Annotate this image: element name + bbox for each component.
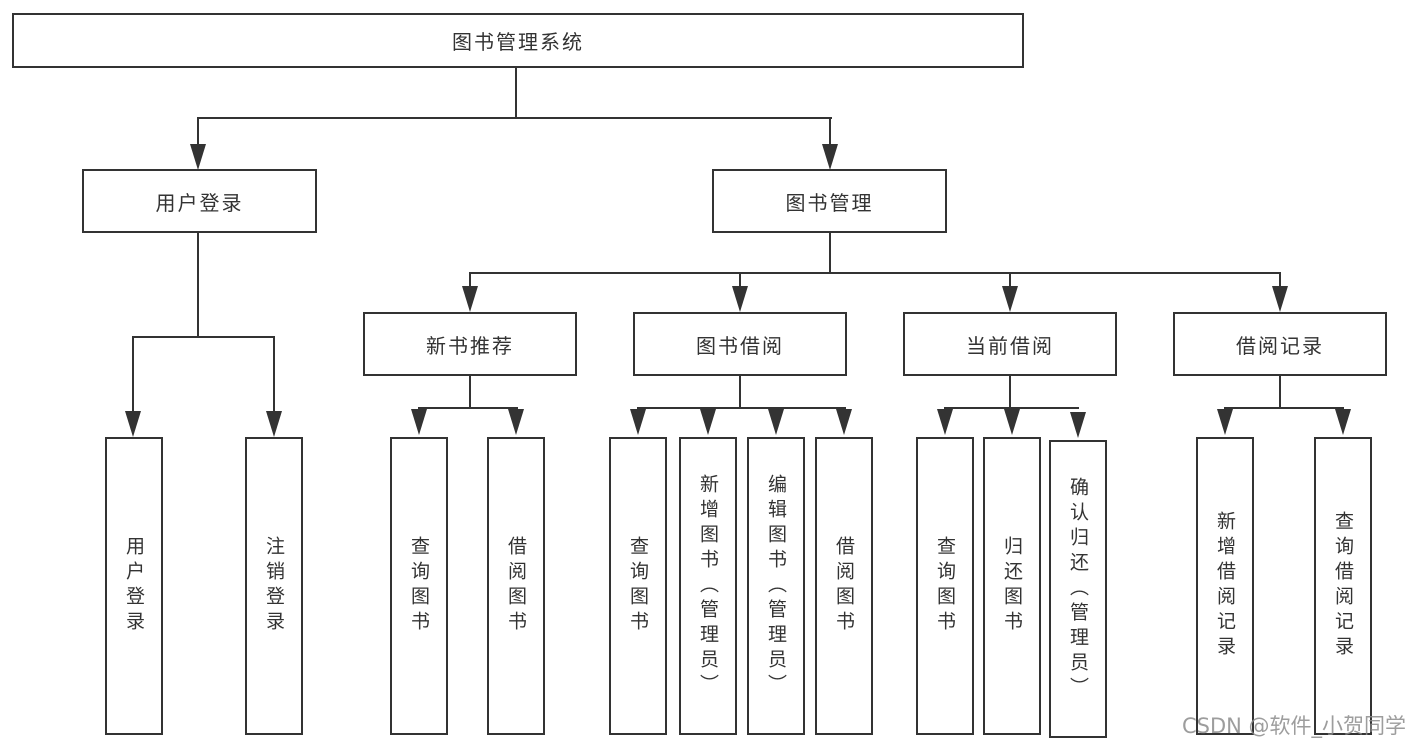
connector-line bbox=[637, 407, 846, 409]
node-root: 图书管理系统 bbox=[12, 13, 1024, 68]
leaf-newrec-borrow-books-label: 借阅图书 bbox=[505, 536, 527, 636]
leaf-newrec-borrow-books: 借阅图书 bbox=[487, 437, 545, 735]
leaf-logout: 注销登录 bbox=[245, 437, 303, 735]
connector-line bbox=[515, 68, 517, 118]
node-book-borrow-label: 图书借阅 bbox=[696, 333, 784, 358]
leaf-user-login: 用户登录 bbox=[105, 437, 163, 735]
connector-line bbox=[739, 376, 741, 408]
connector-line bbox=[1279, 376, 1281, 408]
arrow-down-icon bbox=[266, 411, 282, 437]
node-book-borrow: 图书借阅 bbox=[633, 312, 847, 376]
leaf-current-confirm-return-admin: 确认归还（管理员） bbox=[1049, 440, 1107, 738]
leaf-current-return-books: 归还图书 bbox=[983, 437, 1041, 735]
connector-line bbox=[197, 233, 199, 337]
arrow-down-icon bbox=[462, 286, 478, 312]
arrow-down-icon bbox=[822, 144, 838, 170]
leaf-current-query-books: 查询图书 bbox=[916, 437, 974, 735]
leaf-borrow-edit-books-admin-label: 编辑图书（管理员） bbox=[765, 473, 787, 699]
arrow-down-icon bbox=[732, 286, 748, 312]
node-root-label: 图书管理系统 bbox=[452, 30, 584, 54]
connector-line bbox=[198, 117, 832, 119]
node-user-login-label: 用户登录 bbox=[155, 190, 244, 215]
arrow-down-icon bbox=[1272, 286, 1288, 312]
arrow-down-icon bbox=[1335, 409, 1351, 435]
node-book-management: 图书管理 bbox=[712, 169, 947, 233]
arrow-down-icon bbox=[1004, 409, 1020, 435]
node-new-book-recommend-label: 新书推荐 bbox=[426, 333, 514, 358]
leaf-records-add-record: 新增借阅记录 bbox=[1196, 437, 1254, 735]
connector-line bbox=[944, 407, 1079, 409]
connector-line bbox=[469, 272, 1281, 274]
connector-line bbox=[273, 336, 275, 414]
node-user-login: 用户登录 bbox=[82, 169, 317, 233]
connector-line bbox=[469, 272, 471, 290]
node-borrow-records-label: 借阅记录 bbox=[1236, 333, 1324, 358]
connector-line bbox=[133, 336, 275, 338]
arrow-down-icon bbox=[1002, 286, 1018, 312]
arrow-down-icon bbox=[125, 411, 141, 437]
leaf-borrow-add-books-admin: 新增图书（管理员） bbox=[679, 437, 737, 735]
arrow-down-icon bbox=[1217, 409, 1233, 435]
arrow-down-icon bbox=[836, 409, 852, 435]
watermark: CSDN @软件_小贺同学 bbox=[1182, 714, 1405, 738]
leaf-borrow-borrow-books-label: 借阅图书 bbox=[833, 536, 855, 636]
leaf-current-query-books-label: 查询图书 bbox=[934, 536, 956, 636]
arrow-down-icon bbox=[508, 409, 524, 435]
leaf-newrec-query-books-label: 查询图书 bbox=[408, 536, 430, 636]
arrow-down-icon bbox=[768, 409, 784, 435]
connector-line bbox=[1279, 272, 1281, 290]
leaf-records-add-record-label: 新增借阅记录 bbox=[1214, 511, 1236, 661]
node-current-borrow-label: 当前借阅 bbox=[966, 333, 1054, 358]
connector-line bbox=[197, 117, 199, 147]
leaf-borrow-edit-books-admin: 编辑图书（管理员） bbox=[747, 437, 805, 735]
leaf-borrow-query-books-label: 查询图书 bbox=[627, 536, 649, 636]
connector-line bbox=[418, 407, 518, 409]
connector-line bbox=[739, 272, 741, 290]
connector-line bbox=[1224, 407, 1344, 409]
leaf-borrow-borrow-books: 借阅图书 bbox=[815, 437, 873, 735]
arrow-down-icon bbox=[630, 409, 646, 435]
leaf-logout-label: 注销登录 bbox=[263, 536, 285, 636]
node-current-borrow: 当前借阅 bbox=[903, 312, 1117, 376]
node-book-management-label: 图书管理 bbox=[785, 190, 874, 215]
arrow-down-icon bbox=[700, 409, 716, 435]
connector-line bbox=[1009, 272, 1011, 290]
arrow-down-icon bbox=[1070, 412, 1086, 438]
connector-line bbox=[469, 376, 471, 408]
leaf-current-return-books-label: 归还图书 bbox=[1001, 536, 1023, 636]
connector-line bbox=[1009, 376, 1011, 408]
leaf-newrec-query-books: 查询图书 bbox=[390, 437, 448, 735]
connector-line bbox=[829, 233, 831, 273]
connector-line bbox=[829, 117, 831, 147]
leaf-user-login-label: 用户登录 bbox=[123, 536, 145, 636]
arrow-down-icon bbox=[937, 409, 953, 435]
leaf-records-query-record: 查询借阅记录 bbox=[1314, 437, 1372, 735]
arrow-down-icon bbox=[190, 144, 206, 170]
node-new-book-recommend: 新书推荐 bbox=[363, 312, 577, 376]
leaf-current-confirm-return-admin-label: 确认归还（管理员） bbox=[1067, 476, 1089, 702]
leaf-records-query-record-label: 查询借阅记录 bbox=[1332, 511, 1354, 661]
node-borrow-records: 借阅记录 bbox=[1173, 312, 1387, 376]
leaf-borrow-add-books-admin-label: 新增图书（管理员） bbox=[697, 473, 719, 699]
arrow-down-icon bbox=[411, 409, 427, 435]
connector-line bbox=[132, 336, 134, 414]
leaf-borrow-query-books: 查询图书 bbox=[609, 437, 667, 735]
